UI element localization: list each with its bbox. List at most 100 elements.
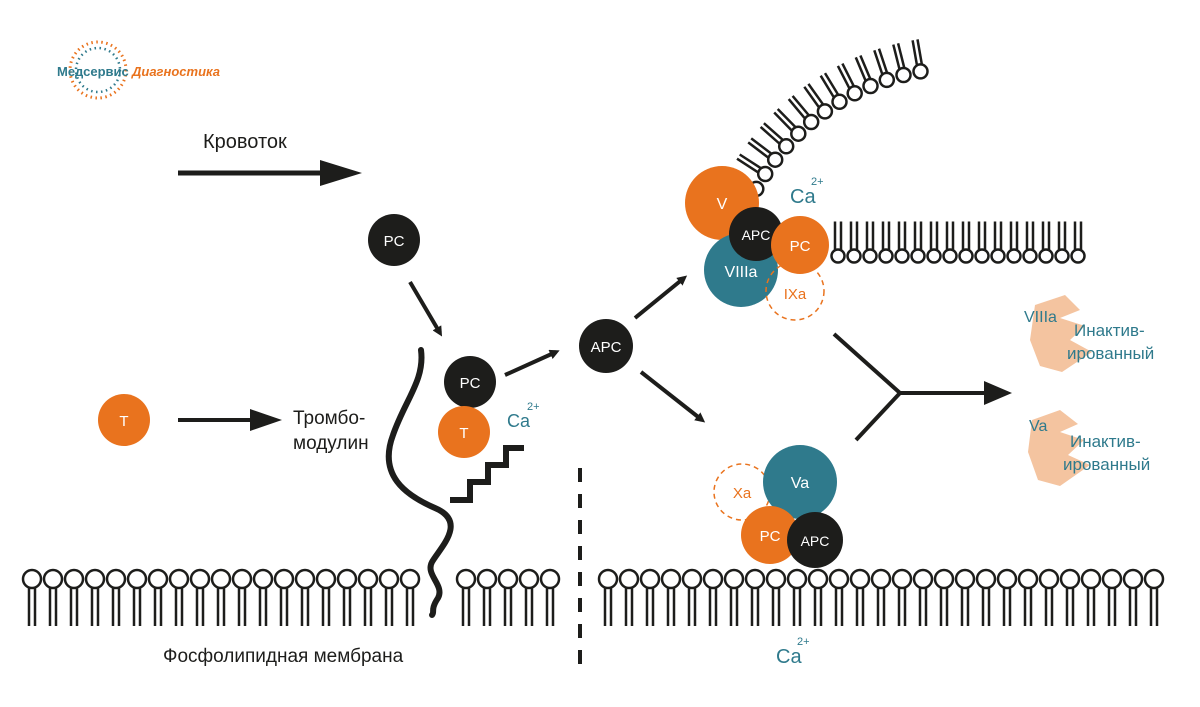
svg-text:PC: PC xyxy=(384,233,405,250)
lipid-head xyxy=(975,568,997,590)
lipid-head xyxy=(862,77,879,95)
svg-text:APC: APC xyxy=(801,533,830,549)
inactivated-viiia-line2: ированный xyxy=(1067,344,1154,363)
lipid-head xyxy=(189,568,211,590)
calcium-ion-upper: Ca 2+ xyxy=(790,176,824,208)
lipid-head xyxy=(786,568,808,590)
thrombomodulin-egf-domains xyxy=(450,445,524,503)
lipid-head xyxy=(618,568,640,590)
inactivated-viiia-line1: Инактив- xyxy=(1074,321,1145,340)
lipid-head xyxy=(878,248,894,264)
lipid-tail xyxy=(819,75,835,98)
calcium-ion-lower: Ca 2+ xyxy=(776,636,810,668)
membrane-label: Фосфолипидная мембрана xyxy=(163,646,404,667)
lipid-head xyxy=(518,568,540,590)
pc-lower: PC xyxy=(741,506,799,564)
arrow-apc-to-lower-complex xyxy=(639,370,706,423)
protein-c-bound: PC xyxy=(444,356,496,408)
factor-va: Va xyxy=(763,445,837,519)
lipid-head xyxy=(294,568,316,590)
lipid-tail xyxy=(773,111,793,132)
lipid-head xyxy=(357,568,379,590)
lipid-head xyxy=(21,568,43,590)
lipid-tail xyxy=(911,40,919,66)
apc-lower: APC xyxy=(787,512,843,568)
lipid-head xyxy=(378,568,400,590)
lipid-head xyxy=(723,568,745,590)
lipid-tail xyxy=(877,48,889,73)
arrow-thrombin-to-thrombomodulin xyxy=(178,409,282,431)
lipid-head xyxy=(1054,248,1070,264)
pc-upper: PC xyxy=(771,216,829,274)
thrombomodulin-label-2: модулин xyxy=(293,433,369,454)
lipid-tail xyxy=(836,65,851,89)
svg-text:Ca: Ca xyxy=(790,186,816,208)
lipid-head xyxy=(830,248,846,264)
lipid-tail xyxy=(916,39,924,65)
svg-text:V: V xyxy=(717,196,728,213)
lipid-head xyxy=(1017,568,1039,590)
lipid-tail xyxy=(759,125,781,145)
svg-text:Va: Va xyxy=(791,475,809,492)
lipid-head xyxy=(996,568,1018,590)
lipid-head xyxy=(912,568,934,590)
thrombomodulin-chain xyxy=(385,347,454,618)
svg-text:IXa: IXa xyxy=(784,286,807,303)
svg-text:PC: PC xyxy=(760,528,781,545)
lipid-head xyxy=(702,568,724,590)
arrow-apc-to-upper-complex xyxy=(633,275,688,320)
svg-text:PC: PC xyxy=(790,238,811,255)
lipid-tail xyxy=(892,44,901,70)
thrombin-bound: T xyxy=(438,406,490,458)
phospholipid-membrane-right xyxy=(597,568,1165,626)
lipid-head xyxy=(315,568,337,590)
lipid-head xyxy=(399,568,421,590)
lipid-tail xyxy=(736,157,759,174)
svg-text:PC: PC xyxy=(460,375,481,392)
svg-text:Ca: Ca xyxy=(776,646,802,668)
blood-flow-arrow xyxy=(178,160,362,186)
lipid-head xyxy=(912,63,929,80)
lipid-head xyxy=(828,568,850,590)
arrow-complex-to-apc xyxy=(504,349,560,377)
lipid-head xyxy=(895,66,912,84)
lipid-head xyxy=(974,248,990,264)
svg-text:APC: APC xyxy=(591,339,622,356)
lipid-head xyxy=(1070,248,1086,264)
lipid-head xyxy=(1022,248,1038,264)
lipid-tail xyxy=(841,63,855,87)
svg-text:Xa: Xa xyxy=(733,485,752,502)
svg-text:2+: 2+ xyxy=(811,176,824,188)
lipid-head xyxy=(926,248,942,264)
blood-flow-label: Кровоток xyxy=(203,131,287,153)
activated-protein-c: APC xyxy=(579,319,633,373)
lipid-head xyxy=(168,568,190,590)
logo-part1: Медсервис xyxy=(57,64,129,79)
lipid-head xyxy=(252,568,274,590)
lipid-head xyxy=(1122,568,1144,590)
svg-text:2+: 2+ xyxy=(527,401,540,413)
lipid-head xyxy=(954,568,976,590)
lipid-head xyxy=(816,103,834,120)
lipid-head xyxy=(744,568,766,590)
lipid-head xyxy=(756,165,774,183)
lipid-head xyxy=(273,568,295,590)
lipid-head xyxy=(1038,568,1060,590)
arrow-pc-to-complex xyxy=(408,280,443,337)
lipid-head xyxy=(807,568,829,590)
lipid-head xyxy=(802,113,820,131)
phospholipid-membrane-upper xyxy=(830,221,1086,264)
calcium-ion-left: Ca 2+ xyxy=(507,401,540,431)
inactivated-viiia-factor: VIIIa xyxy=(1024,309,1057,326)
lipid-head xyxy=(777,138,795,155)
lipid-head xyxy=(147,568,169,590)
phospholipid-membrane-left xyxy=(21,568,561,626)
lipid-head xyxy=(1101,568,1123,590)
lipid-tail xyxy=(787,98,806,120)
lipid-head xyxy=(790,125,807,142)
lipid-head xyxy=(1080,568,1102,590)
protein-c-free: PC xyxy=(368,214,420,266)
lipid-tail xyxy=(823,72,840,96)
lipid-tail xyxy=(859,55,872,79)
lipid-head xyxy=(126,568,148,590)
